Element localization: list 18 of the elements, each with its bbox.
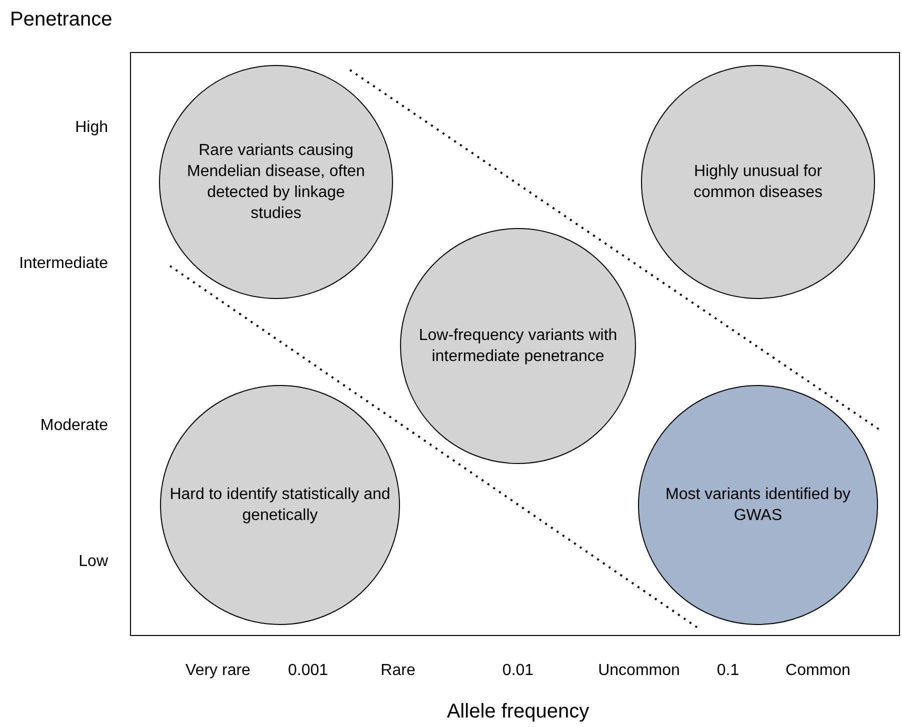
axis-tick-label: 0.001	[288, 662, 328, 680]
circle-label: Highly unusual for common diseases	[692, 162, 824, 203]
axis-title: Penetrance	[10, 8, 112, 32]
axis-title: Allele frequency	[446, 700, 590, 724]
circle-label: Most variants identified by GWAS	[664, 485, 852, 526]
axis-tick-label: Common	[786, 662, 850, 680]
axis-tick-label: Uncommon	[598, 662, 680, 680]
axis-tick-label: Rare	[380, 662, 416, 680]
circle-label: Low-frequency variants with intermediate penetrance	[418, 326, 618, 367]
axis-tick-label: 0.01	[502, 662, 534, 680]
axis-tick-label: Very rare	[186, 662, 250, 680]
axis-tick-label: 0.1	[716, 662, 740, 680]
axis-tick-label: Moderate	[40, 417, 108, 435]
circle-label: Hard to identify statistically and genetically	[168, 485, 392, 526]
axis-tick-label: Intermediate	[19, 255, 108, 273]
axis-tick-label: High	[75, 119, 108, 137]
axis-tick-label: Low	[78, 553, 108, 571]
circle-label: Rare variants causing Mendelian disease, often detected by linkage studies	[186, 141, 366, 224]
